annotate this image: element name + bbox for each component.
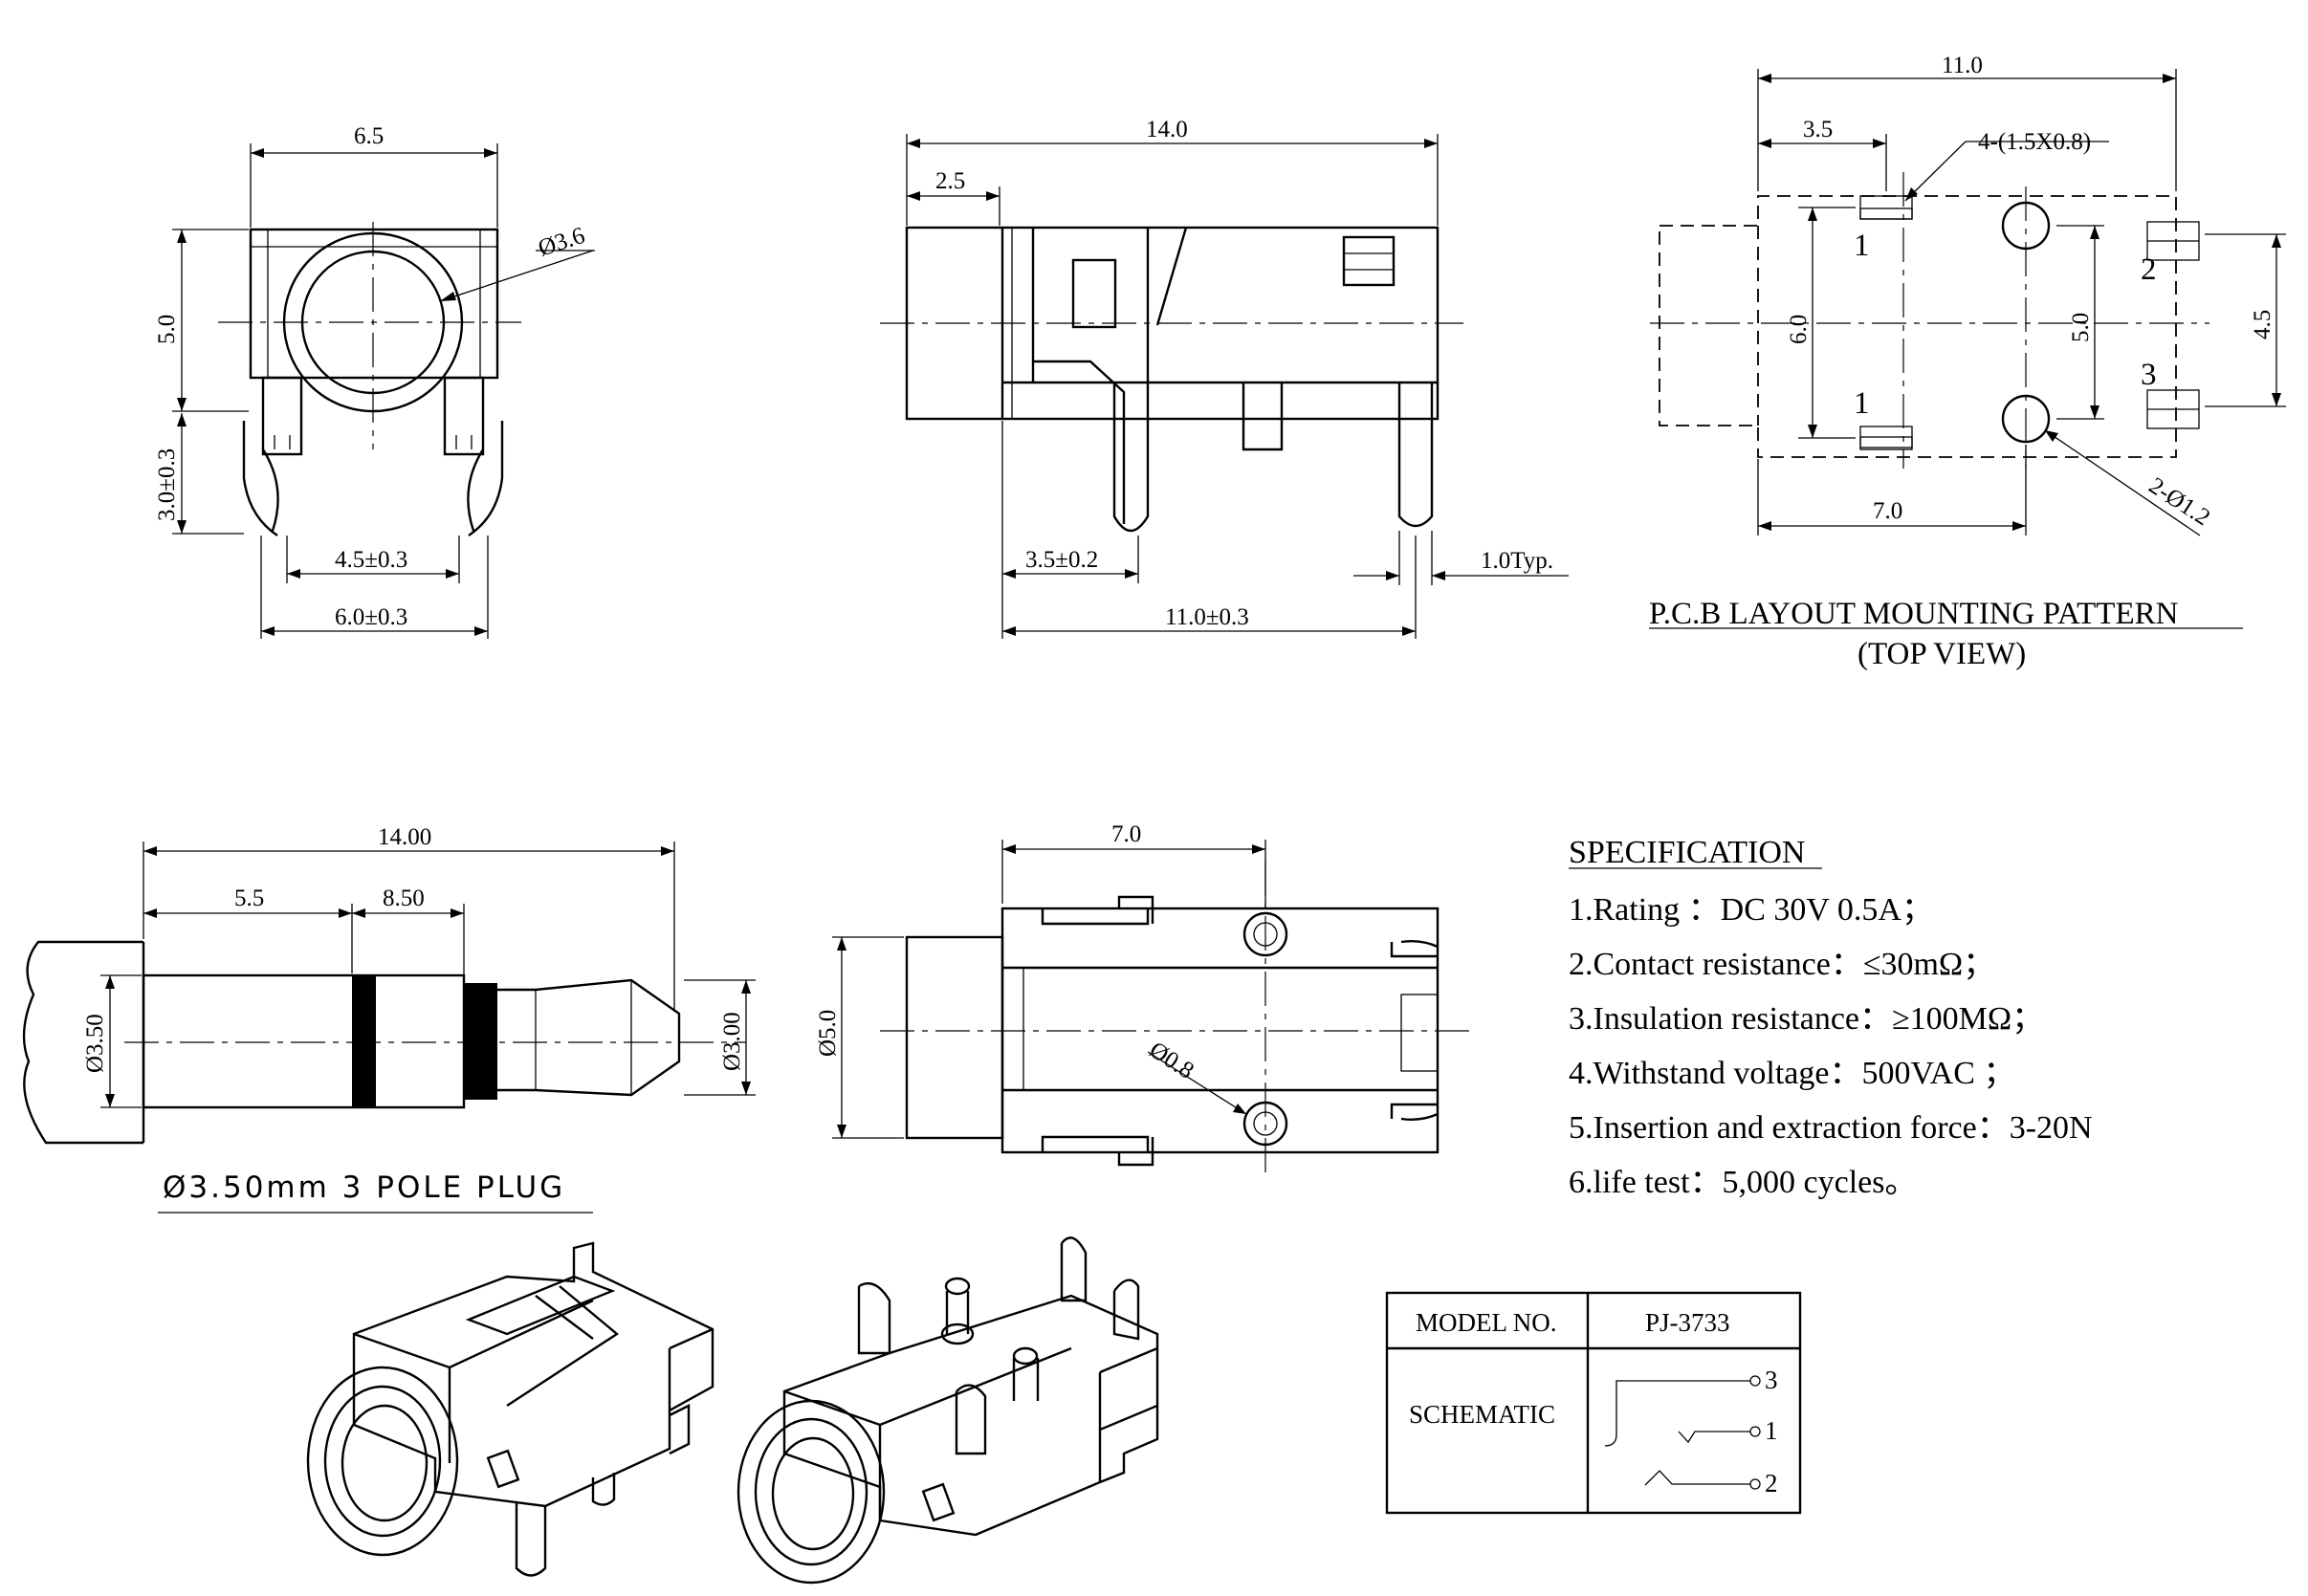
pcb-hole-offset-dim: 7.0 [1873,498,1902,524]
spec-line-4: 4.Withstand voltage：500VAC ； [1569,1056,2015,1091]
side-view: 14.0 2.5 3.5±0.2 11.0±0.3 1.0Typ. [880,117,1569,639]
side-overall-dim: 14.0 [1146,117,1188,142]
plug-caption: Ø3.50mm 3 POLE PLUG [163,1170,565,1205]
pcb-layout-view: 1 1 2 3 11.0 3.5 4-(1.5X0.8) 6.0 5.0 4.5 [1649,53,2286,671]
pcb-title: P.C.B LAYOUT MOUNTING PATTERN [1649,597,2179,631]
front-height-dim: 5.0 [154,315,180,344]
pcb-pin-label-3: 3 [2141,358,2157,392]
plug-view: 14.00 5.5 8.50 Ø3.50 Ø3.00 Ø3.50mm 3 POL… [22,824,756,1213]
isometric-view-left [306,1241,714,1577]
model-label: MODEL NO. [1416,1308,1557,1337]
pcb-side-pitch-dim: 4.5 [2250,310,2275,339]
front-pin-inner-dim: 4.5±0.3 [335,547,407,573]
side-pin-offset-dim: 3.5±0.2 [1025,547,1098,573]
bottom-hole-span-dim: 7.0 [1111,821,1141,847]
pcb-hole-bottom [2001,394,2051,444]
pcb-pad-1b [1859,426,1913,450]
pcb-subtitle: (TOP VIEW) [1857,637,2026,671]
pcb-pin-label-1a: 1 [1854,229,1870,263]
pcb-overall-dim: 11.0 [1942,53,1983,78]
plug-overall-dim: 14.00 [378,824,431,850]
side-pin-span-dim: 11.0±0.3 [1165,604,1249,630]
pcb-pad-spec-dim: 4-(1.5X0.8) [1978,129,2091,155]
pcb-pad-offset-dim: 3.5 [1803,117,1833,142]
schematic-terminal-3: 3 [1765,1366,1778,1394]
plug-ring-dim: 8.50 [383,885,425,911]
schematic-symbol [1604,1380,1750,1447]
spec-line-2: 2.Contact resistance：≤30mΩ； [1569,947,1995,982]
spec-line-3: 3.Insulation resistance：≥100MΩ； [1569,1001,2044,1037]
front-view: 6.5 5.0 3.0±0.3 4.5±0.3 6.0±0.3 Ø3.6 [154,123,595,639]
pcb-pad-1a [1859,195,1913,220]
plug-body-dia-dim: Ø3.50 [82,1014,108,1073]
bottom-post-top [1242,911,1288,957]
plug-sleeve-dim: 5.5 [234,885,264,911]
front-leg-dim: 3.0±0.3 [154,448,180,521]
specification-block: SPECIFICATION 1.Rating ：DC 30V 0.5A； 2.C… [1569,835,2093,1200]
plug-tip-dia-dim: Ø3.00 [719,1012,745,1071]
model-value: PJ-3733 [1645,1308,1730,1337]
front-bore-dim: Ø3.6 [536,223,588,262]
side-nose-dim: 2.5 [935,168,965,194]
spec-title: SPECIFICATION [1569,835,1805,870]
isometric-view-right [736,1236,1159,1585]
schematic-label: SCHEMATIC [1409,1400,1555,1429]
side-pin-thickness-dim: 1.0Typ. [1481,548,1553,574]
model-table: MODEL NO. PJ-3733 SCHEMATIC 3 1 2 [1385,1291,1802,1515]
spec-line-5: 5.Insertion and extraction force：3-20N [1569,1110,2093,1146]
front-pin-outer-dim: 6.0±0.3 [335,604,407,630]
schematic-terminal-2: 2 [1765,1469,1778,1498]
bottom-body-dia-dim: Ø5.0 [815,1010,841,1057]
pcb-row-outer-dim: 6.0 [1786,315,1812,344]
spec-line-6: 6.life test：5,000 cycles。 [1569,1165,1917,1200]
pcb-hole-top [2001,201,2051,251]
bottom-view: 7.0 Ø5.0 Ø0.8 [815,821,1473,1176]
pcb-row-inner-dim: 5.0 [2068,313,2094,342]
front-width-dim: 6.5 [354,123,384,149]
bottom-post-dia-dim: Ø0.8 [1145,1037,1198,1084]
pcb-pin-label-1b: 1 [1854,386,1870,421]
spec-line-1: 1.Rating ：DC 30V 0.5A； [1569,892,1934,928]
schematic-terminal-1: 1 [1765,1416,1778,1445]
pcb-pin-label-2: 2 [2141,252,2157,287]
